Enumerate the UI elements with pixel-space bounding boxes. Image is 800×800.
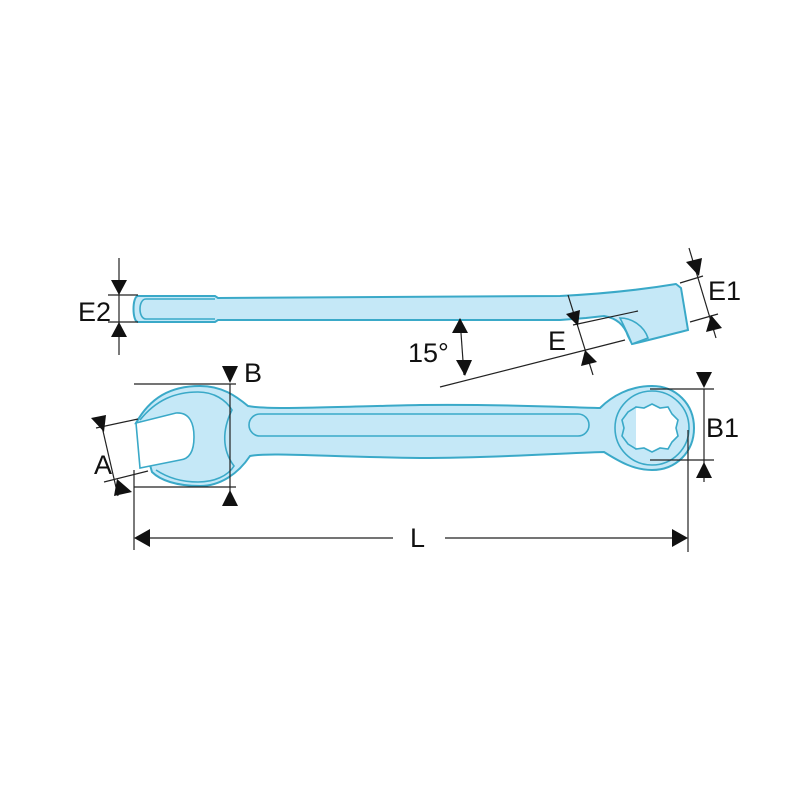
label-e1: E1 — [708, 276, 741, 306]
arrow-down-icon — [91, 415, 106, 432]
arrow-left-icon — [134, 529, 150, 547]
arrow-down-icon — [566, 310, 580, 326]
arrow-down-icon — [456, 360, 472, 376]
arrow-down-icon — [696, 372, 712, 388]
side-view: E2 E1 E 15° — [78, 247, 741, 388]
arrow-down-icon — [686, 258, 702, 276]
arrow-up-icon — [581, 350, 597, 366]
label-a: A — [94, 450, 112, 480]
label-e: E — [548, 326, 566, 356]
label-angle: 15° — [408, 338, 449, 368]
arrow-right-icon — [672, 529, 688, 547]
top-view: B A B1 L — [91, 358, 739, 553]
arrow-down-icon — [111, 280, 127, 295]
arrow-up-icon — [706, 315, 722, 332]
twelve-point-shadow — [621, 406, 637, 450]
wrench-side-profile — [132, 282, 690, 346]
arrow-down-icon — [222, 366, 238, 383]
arrow-up-icon — [696, 462, 712, 478]
angle-dimension: 15° — [408, 318, 626, 388]
e1-dimension: E1 — [679, 247, 741, 339]
label-b1: B1 — [706, 413, 739, 443]
b1-dimension: B1 — [650, 372, 739, 482]
arrow-up-icon — [452, 318, 468, 333]
label-l: L — [410, 523, 425, 553]
b-dimension: B — [134, 358, 262, 506]
ring-head-boss — [618, 317, 650, 346]
handle-recess — [248, 413, 590, 437]
label-e2: E2 — [78, 297, 111, 327]
l-dimension: L — [133, 430, 689, 553]
open-end-inner-line — [139, 298, 215, 320]
e2-dimension: E2 — [78, 258, 138, 355]
arrow-up-icon — [114, 479, 132, 496]
open-jaw — [135, 412, 195, 469]
label-b: B — [244, 358, 262, 388]
arrow-up-icon — [111, 322, 127, 337]
a-dimension: A — [91, 415, 149, 497]
e-dimension: E — [548, 294, 639, 376]
arrow-up-icon — [222, 490, 238, 506]
